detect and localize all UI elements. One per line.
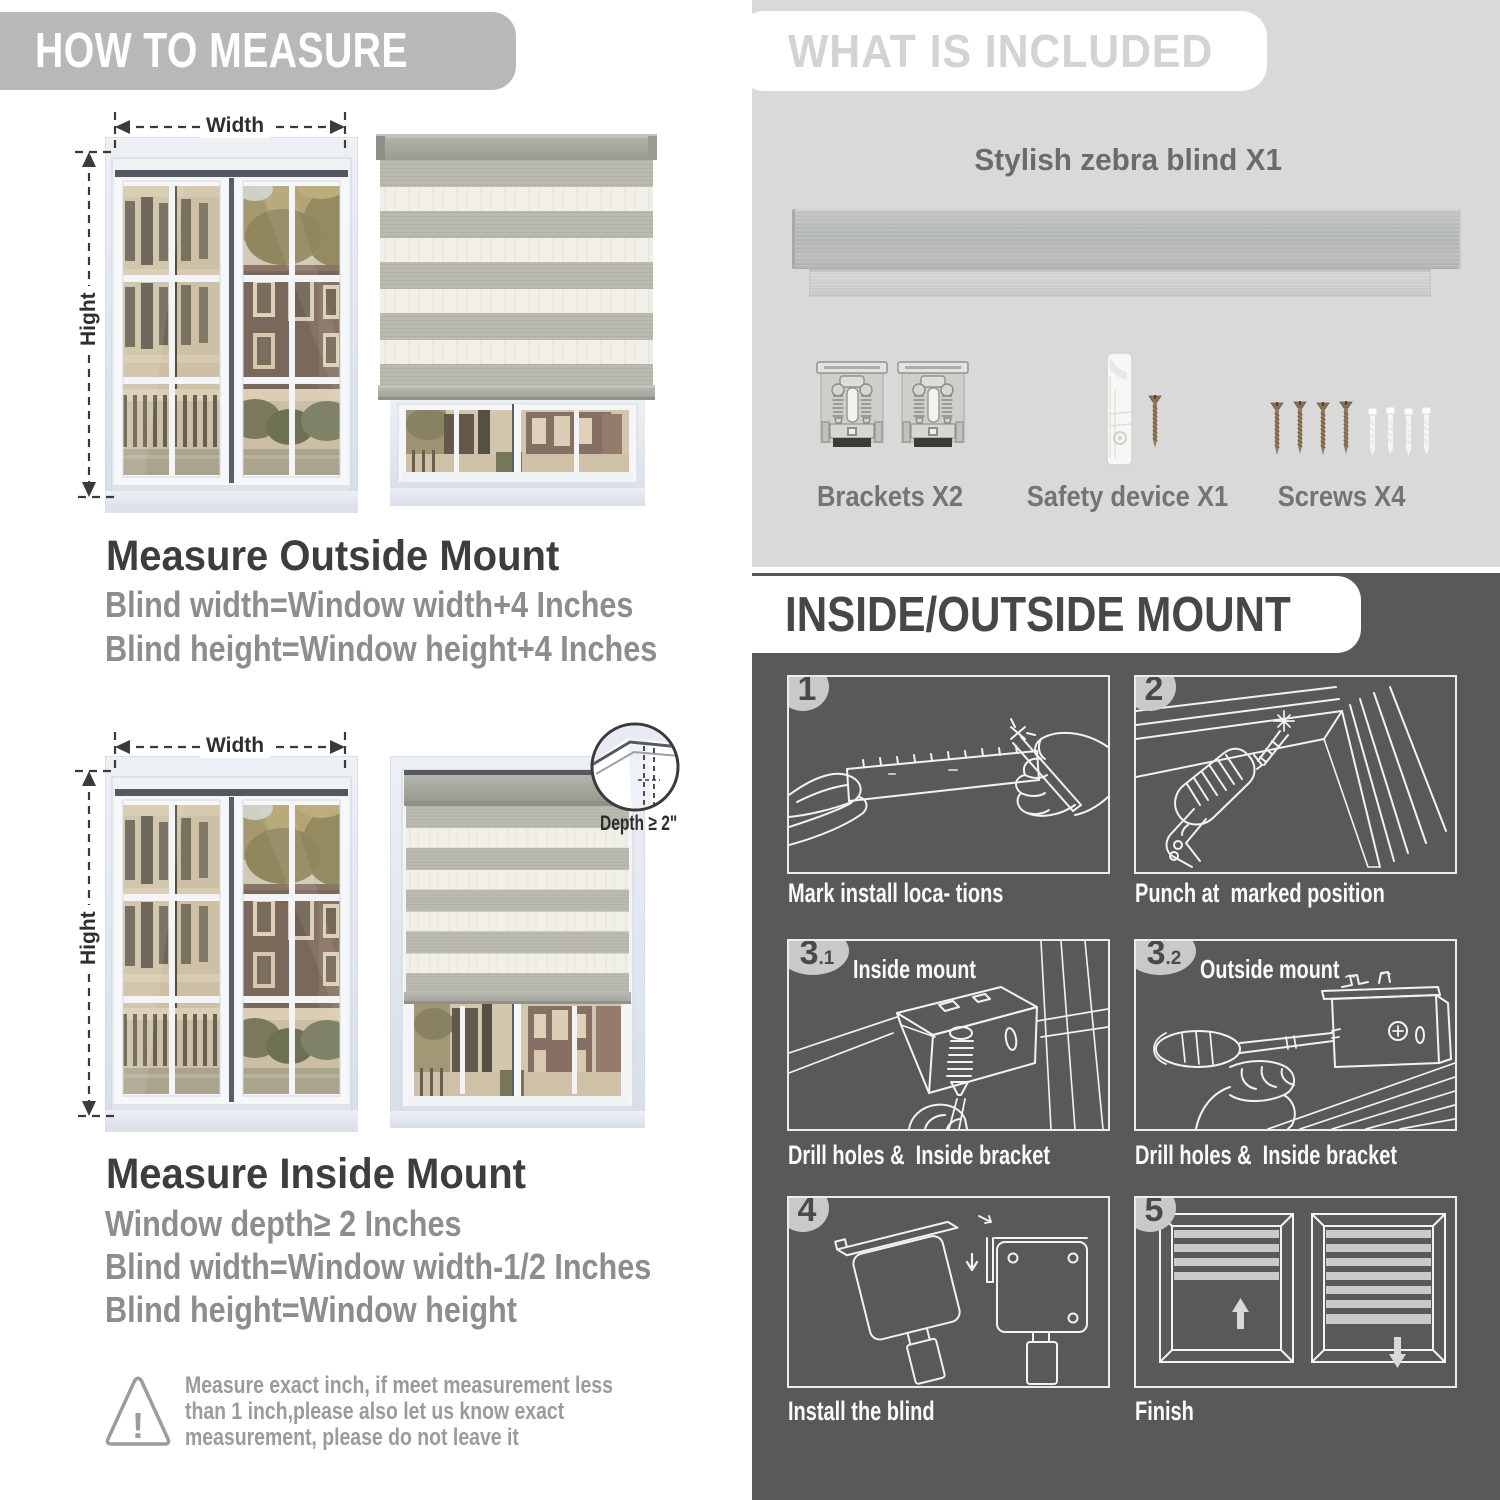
inside-outside-mount-header: INSIDE/OUTSIDE MOUNT (752, 576, 1361, 653)
what-is-included-title: WHAT IS INCLUDED (788, 25, 1214, 77)
brackets-label: Brackets X2 (816, 481, 964, 513)
warning-line-1: Measure exact inch, if meet measurement … (185, 1372, 613, 1399)
inside-formula-height: Blind height=Window height (105, 1289, 517, 1330)
depth-detail-circle (590, 722, 680, 812)
step-3-1-illustration (789, 941, 1108, 1129)
blind-title: Stylish zebra blind X1 (974, 142, 1282, 177)
warning-triangle-icon: ! (105, 1376, 171, 1446)
step-box-1: 1 (787, 675, 1110, 874)
step-3-1-caption: Drill holes & Inside bracket (788, 1140, 1051, 1170)
how-to-measure-banner: HOW TO MEASURE (0, 12, 516, 90)
step-3-2-illustration (1153, 971, 1455, 1129)
width-label-outside: Width (200, 114, 271, 138)
step-1-illustration (789, 718, 1108, 846)
outside-formula-width: Blind width=Window width+4 Inches (105, 584, 634, 625)
step-2-badge: 2 (1136, 677, 1176, 711)
headrail-image (792, 209, 1461, 269)
step-box-4: 4 (787, 1196, 1110, 1388)
step-4-caption: Install the blind (788, 1396, 935, 1426)
inside-mount-heading: Measure Inside Mount (106, 1150, 526, 1198)
outside-mount-window-photo (105, 137, 358, 515)
inside-outside-mount-title: INSIDE/OUTSIDE MOUNT (785, 587, 1291, 642)
inside-formula-depth: Window depth≥ 2 Inches (105, 1203, 462, 1244)
warning-line-2: than 1 inch,please also let us know exac… (185, 1398, 565, 1425)
screws-label: Screws X4 (1278, 481, 1406, 513)
step-5-illustration (1159, 1213, 1446, 1368)
headrail-bottom-rail (809, 269, 1431, 297)
step-3-2-label: Outside mount (1200, 954, 1340, 984)
step-box-2: 2 (1134, 675, 1457, 874)
warning-line-3: measurement, please do not leave it (185, 1424, 519, 1451)
inside-formula-width: Blind width=Window width-1/2 Inches (105, 1246, 652, 1287)
svg-text:!: ! (132, 1405, 144, 1446)
safety-screw-image (1148, 394, 1162, 449)
outside-formula-height: Blind height=Window height+4 Inches (105, 628, 658, 669)
width-label-inside: Width (200, 734, 271, 758)
bracket-image-2 (897, 361, 969, 448)
step-4-illustration (834, 1215, 1088, 1385)
step-box-5: 5 (1134, 1196, 1457, 1388)
step-2-caption: Punch at marked position (1135, 878, 1385, 908)
step-5-caption: Finish (1135, 1396, 1194, 1426)
step-box-3-1: 3.1 Inside mount (787, 939, 1110, 1131)
step-3-2-caption: Drill holes & Inside bracket (1135, 1140, 1398, 1170)
inside-outside-mount-panel (752, 573, 1500, 1500)
step-3-1-label: Inside mount (853, 954, 976, 984)
how-to-measure-title: HOW TO MEASURE (35, 24, 408, 78)
screws-image (1270, 400, 1432, 458)
outside-mount-blind-photo (376, 134, 657, 506)
step-4-badge: 4 (789, 1198, 829, 1232)
width-arrow-outside (113, 112, 347, 149)
step-box-3-2: 3.2 Outside mount (1134, 939, 1457, 1131)
height-label-inside: Hight (75, 905, 103, 971)
depth-label: Depth ≥ 2" (600, 812, 678, 835)
step-3-2-badge: 3.2 (1136, 941, 1196, 975)
bracket-image-1 (816, 361, 888, 448)
safety-device-label: Safety device X1 (1026, 481, 1228, 513)
step-2-illustration (1136, 686, 1447, 868)
what-is-included-header: WHAT IS INCLUDED (738, 11, 1267, 91)
inside-mount-blind-photo (390, 756, 645, 1128)
step-1-caption: Mark install loca- tions (788, 878, 1004, 908)
safety-device-image (1106, 352, 1133, 466)
height-arrow-outside (75, 150, 120, 499)
inside-mount-window-photo (105, 756, 358, 1134)
height-arrow-inside (75, 769, 120, 1118)
height-label-outside: Hight (75, 286, 103, 352)
width-arrow-inside (113, 732, 347, 769)
outside-mount-heading: Measure Outside Mount (106, 532, 560, 580)
